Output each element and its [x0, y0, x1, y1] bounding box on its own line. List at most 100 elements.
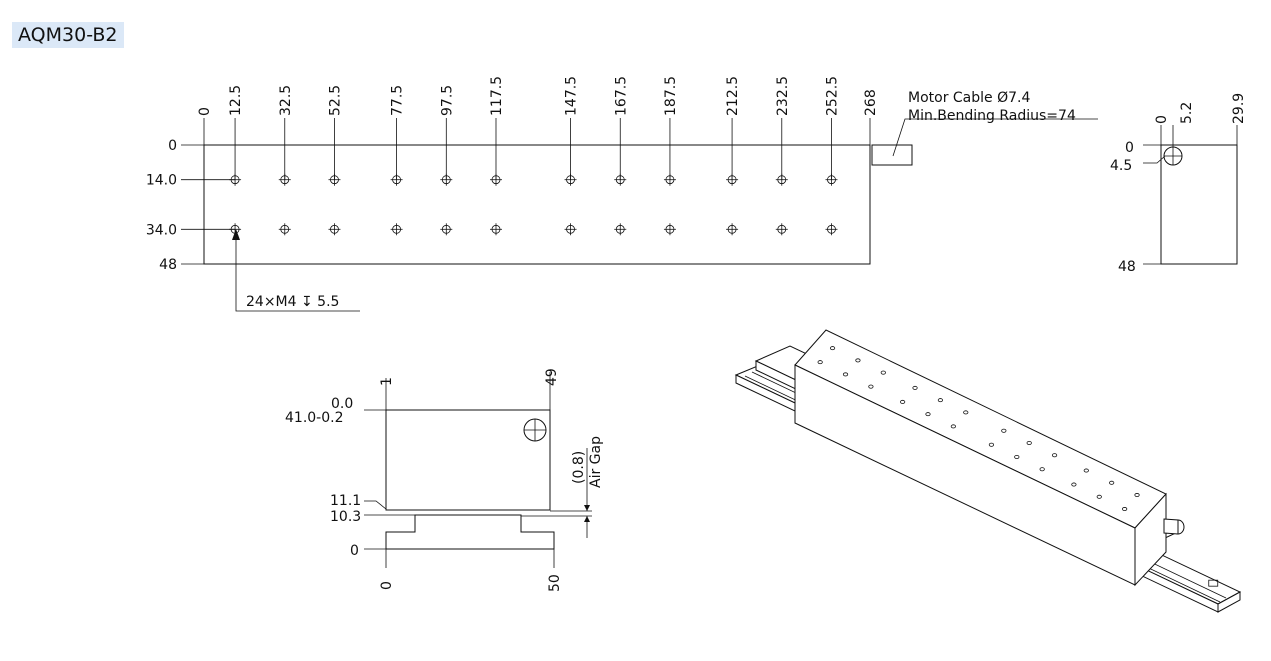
top-view: Motor Cable Ø7.4 Min.Bending Radius=74 0… [146, 76, 1098, 312]
side-x-label-29-9: 29.9 [1231, 93, 1247, 124]
iso-mounting-hole [1083, 468, 1089, 473]
top-view-mounting-holes [229, 173, 838, 236]
top-x-label-3: 52.5 [327, 85, 343, 116]
mounting-hole [328, 173, 341, 186]
iso-motor-end-face [1134, 492, 1167, 587]
iso-mounting-hole [925, 412, 931, 417]
top-x-label-9: 187.5 [663, 76, 679, 116]
end-view-base-track [385, 514, 555, 550]
mounting-hole [564, 173, 577, 186]
iso-mounting-holes [817, 346, 1140, 512]
top-x-label-7: 147.5 [564, 76, 580, 116]
mounting-hole [278, 223, 291, 236]
side-view: 0 5.2 29.9 0 4.5 48 [1110, 93, 1247, 275]
top-x-label-4: 77.5 [390, 85, 406, 116]
air-gap-value: (0.8) [571, 451, 587, 484]
iso-mounting-hole [868, 384, 874, 389]
mounting-hole [328, 223, 341, 236]
top-y-label-3: 48 [159, 257, 177, 273]
mounting-hole [489, 223, 502, 236]
top-x-label-6: 117.5 [489, 76, 505, 116]
end-y-label-11-1: 11.1 [330, 493, 361, 509]
mounting-hole [726, 173, 739, 186]
mounting-hole [489, 173, 502, 186]
top-y-label-2: 34.0 [146, 222, 177, 238]
hole-callout-leader [235, 236, 360, 312]
mounting-hole [390, 223, 403, 236]
mounting-hole [775, 173, 788, 186]
end-y-label-0: 0 [350, 543, 359, 559]
mounting-hole [663, 173, 676, 186]
hole-callout-arrowhead [232, 229, 240, 240]
air-gap-arrow-top [584, 505, 590, 511]
end-top-label-49: 49 [544, 368, 560, 386]
iso-rail-mark [1208, 579, 1219, 587]
end-bottom-label-50: 50 [547, 574, 563, 592]
top-view-x-extension-lines [203, 118, 871, 180]
end-y-label-0-0: 0.0 [331, 396, 353, 412]
iso-mounting-hole [912, 385, 918, 390]
top-x-label-10: 212.5 [725, 76, 741, 116]
end-view-motor-block [385, 409, 551, 511]
iso-mounting-hole [1014, 454, 1020, 459]
iso-mounting-hole [963, 410, 969, 415]
mounting-hole [614, 223, 627, 236]
iso-mounting-hole [1051, 453, 1058, 458]
top-x-label-12: 252.5 [824, 76, 840, 116]
iso-mounting-hole [988, 442, 995, 447]
iso-mounting-hole [1071, 482, 1077, 487]
top-view-y-dimension-labels: 014.034.048 [146, 138, 236, 273]
top-x-label-8: 167.5 [613, 76, 629, 116]
mounting-hole [440, 223, 453, 236]
mounting-hole [726, 223, 739, 236]
cable-note-line-2: Min.Bending Radius=74 [908, 108, 1076, 124]
side-x-label-5-2: 5.2 [1179, 102, 1195, 124]
mounting-hole [278, 173, 291, 186]
top-x-label-1: 12.5 [228, 85, 244, 116]
air-gap-label: Air Gap [588, 436, 604, 488]
mounting-hole [825, 223, 838, 236]
mounting-hole [775, 223, 788, 236]
iso-mounting-hole [937, 398, 943, 403]
top-x-label-5: 97.5 [439, 85, 455, 116]
top-view-body-outline [203, 144, 871, 265]
mounting-hole [390, 173, 403, 186]
end-y-label-41-0: 41.0-0.2 [285, 410, 344, 426]
iso-mounting-hole [829, 346, 836, 351]
iso-track-end-face [1217, 591, 1241, 613]
end-top-label-1: 1 [379, 377, 395, 386]
mounting-hole [825, 173, 838, 186]
top-y-label-0: 0 [168, 138, 177, 154]
iso-mounting-hole [855, 358, 861, 363]
mounting-hole [564, 223, 577, 236]
motor-cable-stub [871, 144, 913, 166]
iso-mounting-hole [1109, 480, 1115, 485]
iso-mounting-hole [1039, 467, 1045, 472]
top-x-label-0: 0 [197, 107, 213, 116]
side-view-outline [1160, 144, 1238, 265]
iso-mounting-hole [900, 399, 906, 404]
iso-mounting-hole [1134, 493, 1140, 498]
iso-mounting-hole [1096, 494, 1102, 499]
side-y-label-4-5: 4.5 [1110, 158, 1132, 174]
model-title: AQM30-B2 [12, 22, 124, 48]
side-x-label-0: 0 [1154, 115, 1170, 124]
iso-mounting-hole [950, 424, 956, 429]
end-y-label-10-3: 10.3 [330, 509, 361, 525]
side-y-ext-4-5 [1143, 155, 1166, 164]
end-view: 1 49 0.0 41.0-0.2 11.1 10.3 0 0 50 (0.8)… [285, 368, 604, 592]
mounting-hole [229, 173, 242, 186]
mounting-hole [614, 173, 627, 186]
air-gap-arrow-bottom [584, 516, 590, 522]
iso-mounting-hole [842, 372, 849, 377]
cable-note-leader [892, 118, 1098, 157]
top-x-label-13: 268 [863, 89, 879, 116]
end-y-ext-11-1 [364, 500, 387, 510]
top-x-label-11: 232.5 [775, 76, 791, 116]
end-bottom-label-0: 0 [379, 581, 395, 590]
iso-mounting-hole [880, 370, 886, 375]
side-y-label-0: 0 [1125, 140, 1134, 156]
mounting-hole [663, 223, 676, 236]
